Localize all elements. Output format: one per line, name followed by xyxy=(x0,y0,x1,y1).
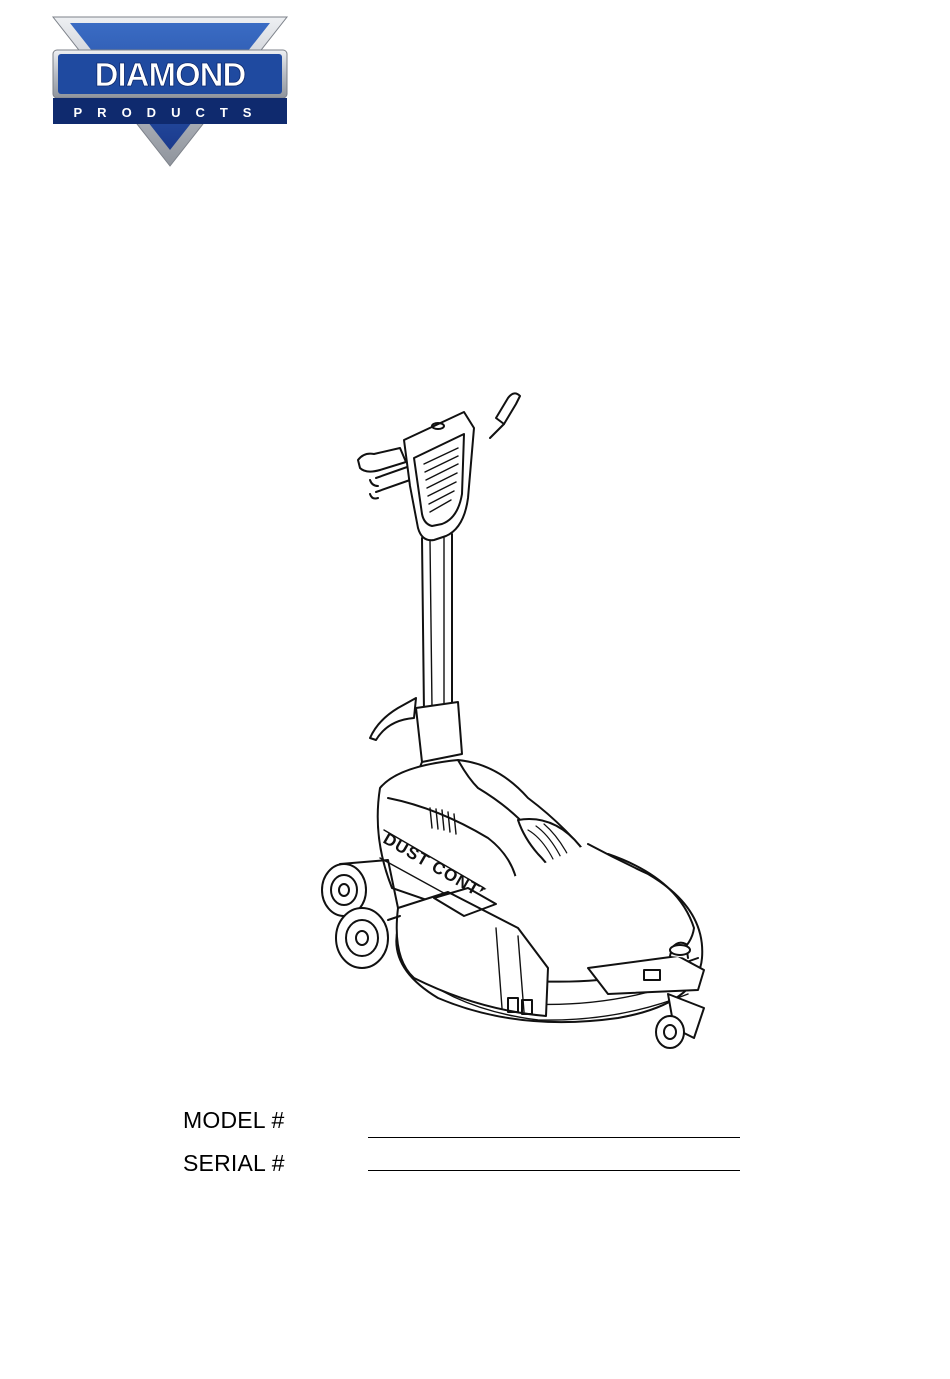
model-number-label: MODEL # xyxy=(183,1107,285,1134)
logo-tagline-text: PRODUCTS xyxy=(74,105,267,120)
model-number-line xyxy=(368,1137,740,1138)
floor-burnisher-illustration-icon: DUST CONTROL xyxy=(318,368,718,1060)
serial-number-line xyxy=(368,1170,740,1171)
logo-brand-text: DIAMOND xyxy=(95,56,246,93)
diamond-products-logo: DIAMOND PRODUCTS xyxy=(50,14,290,168)
serial-number-label: SERIAL # xyxy=(183,1150,285,1177)
